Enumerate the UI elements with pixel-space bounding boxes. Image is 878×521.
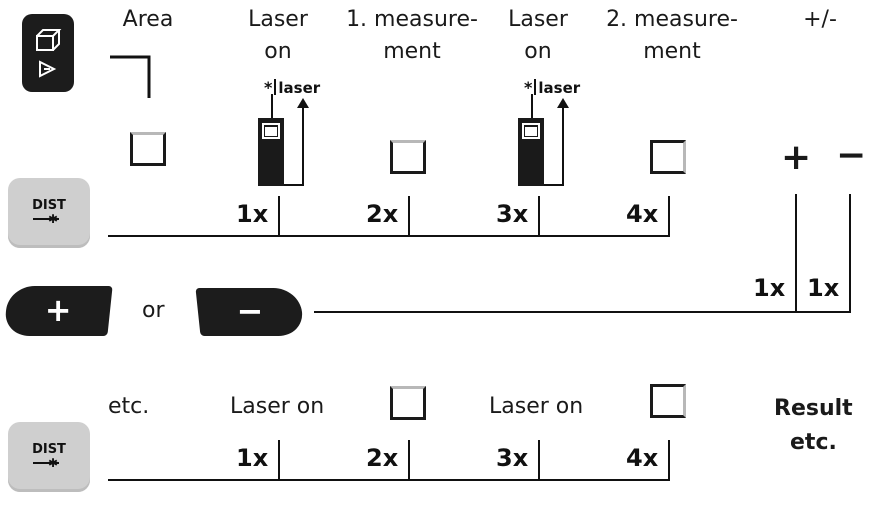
press-count: 4x [626,200,659,228]
tick-r1-2 [408,196,410,237]
timeline-row-3 [108,479,670,481]
display-square-measure-1 [390,140,426,174]
laser-label-text: laser [278,79,321,97]
dist-key-icon [33,462,59,464]
display-square-row3-a [390,386,426,420]
minus-symbol: − [836,135,867,176]
dist-key-icon [33,218,59,220]
press-count: 1x [753,274,786,302]
dist-key-label: DIST [32,198,66,213]
result-label: Result [774,396,853,421]
display-square-row3-b [650,384,686,418]
area-volume-mode-icon [36,29,62,78]
laser-stem-2 [531,94,533,118]
plus-key[interactable]: + [3,286,113,336]
display-square-area [130,132,166,166]
tick-r1-4 [668,196,670,237]
etc-label: etc. [108,394,150,419]
dist-key-2[interactable]: DIST ✱ [8,422,90,492]
laser-arrow-base-2 [544,184,564,186]
area-corner-icon [110,55,151,98]
press-count: 4x [626,444,659,472]
dist-key-label: DIST [32,442,66,457]
star-icon: * [524,78,533,97]
press-count: 3x [496,444,529,472]
laser-arrow-base-1 [284,184,304,186]
tick-r1-1 [278,196,280,237]
minus-line [849,194,851,312]
press-count: 1x [236,444,269,472]
minus-key[interactable]: − [195,288,305,336]
header-measurement-1: 1. measure- ment [346,7,478,64]
laser-arrow-1 [297,98,309,186]
display-square-measure-2 [650,140,686,174]
header-laser-on-2: Laser on [508,7,568,64]
press-count: 2x [366,444,399,472]
laser-label-2: * laser [524,78,580,97]
header-plus-minus: +/- [803,7,837,32]
laser-device-icon [258,118,284,186]
header-laser-on-1: Laser on [248,7,308,64]
plus-line [795,194,797,312]
laser-on-label-a: Laser on [230,394,325,419]
press-count: 1x [807,274,840,302]
timeline-row-2 [314,311,851,313]
tick-r3-4 [668,440,670,481]
tick-r3-3 [538,440,540,481]
plus-key-icon: + [44,291,72,329]
laser-label-1: * laser [264,78,320,97]
laser-arrow-2 [557,98,569,186]
press-count: 1x [236,200,269,228]
laser-on-label-b: Laser on [489,394,584,419]
plus-symbol: + [781,137,812,178]
laser-stem-1 [271,94,273,118]
press-count: 3x [496,200,529,228]
minus-key-icon: − [236,292,264,330]
tick-r3-2 [408,440,410,481]
result-etc-label: etc. [790,430,837,455]
timeline-row-1 [108,235,670,237]
star-icon: * [264,78,273,97]
tick-r3-1 [278,440,280,481]
area-volume-key[interactable] [22,14,74,92]
laser-device-icon [518,118,544,186]
laser-label-text: laser [538,79,581,97]
tick-r1-3 [538,196,540,237]
press-count: 2x [366,200,399,228]
or-label: or [142,298,165,323]
header-measurement-2: 2. measure- ment [606,7,738,64]
header-area: Area [122,7,174,32]
dist-key-1[interactable]: DIST ✱ [8,178,90,248]
